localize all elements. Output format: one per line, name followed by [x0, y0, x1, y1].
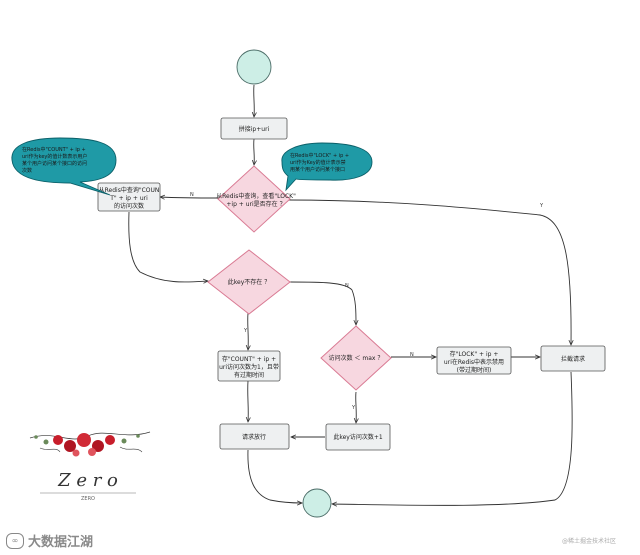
label-no-key: N	[345, 283, 349, 289]
start-node	[236, 49, 272, 85]
lock-check-node: 从Redis中查询，查看"LOCK" +ip + uri是否存在 ？	[216, 165, 296, 233]
store-lock-line3: (带过期时间)	[457, 366, 492, 374]
edge-visits-to-increment	[356, 391, 357, 423]
count-note-line3: 某个用户访问某个接口的访问	[22, 160, 87, 167]
edge-keycheck-to-store	[248, 312, 249, 350]
watermark: @稀土掘金技术社区	[561, 538, 616, 545]
end-node	[302, 488, 332, 518]
edge-query-to-keycheck	[128, 211, 208, 282]
visits-check-node: 访问次数 ＜ max ？	[320, 325, 392, 391]
count-note: 在Redis中"COUNT" + ip + uri作为key的值计数表示用户 某…	[11, 137, 117, 196]
increment-label: 此key访问次数+1	[333, 433, 383, 441]
count-note-line4: 次数	[22, 167, 32, 174]
lock-check-line1: 从Redis中查询，查看"LOCK"	[216, 192, 296, 200]
count-note-line1: 在Redis中"COUNT" + ip +	[22, 146, 86, 153]
lock-note-line1: 在Redis中"LOCK" + ip +	[290, 152, 349, 159]
edges	[128, 84, 573, 505]
zero-logo: Z e r o ZERO	[29, 431, 151, 502]
key-missing-node: 此key不存在 ？	[207, 249, 291, 315]
count-note-line2: uri作为key的值计数表示用户	[22, 153, 87, 160]
logo-word: Z e r o	[57, 470, 118, 491]
allow-node: 请求放行	[219, 423, 290, 450]
store-count-line1: 存"COUNT" + ip +	[222, 355, 276, 363]
intercept-label: 拦截请求	[561, 355, 585, 363]
lock-note-line2: uri作为Key的值计表示禁	[290, 159, 346, 166]
intercept-node: 拦截请求	[540, 345, 606, 372]
store-lock-line2: uri在Redis中表示禁用	[444, 358, 504, 366]
brand-logo-icon: ∞	[6, 532, 24, 549]
brand-name: 大数据江湖	[28, 535, 94, 550]
label-yes-key: Y	[243, 328, 248, 334]
label-yes-visits: Y	[351, 405, 356, 411]
query-count-node: 从Redis中查询"COUN T" + ip + uri 的访问次数	[97, 182, 161, 212]
store-lock-node: 存"LOCK" + ip + uri在Redis中表示禁用 (带过期时间)	[436, 346, 512, 375]
label-yes-lock: Y	[539, 203, 544, 209]
key-missing-label: 此key不存在 ？	[228, 278, 270, 286]
query-count-line3: 的访问次数	[114, 202, 144, 210]
edge-join-to-lock	[254, 138, 255, 165]
edge-lock-to-query	[160, 197, 221, 198]
edge-allow-to-end	[247, 449, 302, 503]
store-count-line3: 有过期时间	[234, 371, 264, 379]
flower-garland-graphic	[29, 431, 151, 457]
label-no-visits: N	[410, 352, 414, 358]
edge-intercept-to-end	[332, 371, 573, 505]
visits-check-label: 访问次数 ＜ max ？	[329, 354, 384, 362]
increment-node: 此key访问次数+1	[325, 423, 391, 451]
edge-lock-to-intercept	[287, 199, 571, 345]
query-count-line1: 从Redis中查询"COUN	[99, 186, 160, 194]
brand-footer: ∞ 大数据江湖	[6, 531, 93, 550]
store-count-node: 存"COUNT" + ip + uri访问次数为1，且带 有过期时间	[217, 350, 281, 382]
label-no-lock: N	[190, 192, 194, 198]
lock-note: 在Redis中"LOCK" + ip + uri作为Key的值计表示禁 用某个用…	[281, 142, 373, 192]
store-count-line2: uri访问次数为1，且带	[219, 363, 279, 371]
lock-note-line3: 用某个用户访问某个接口	[290, 166, 345, 173]
join-label: 拼接ip+uri	[239, 125, 270, 133]
edge-start-to-join	[254, 84, 255, 117]
logo-subtitle: ZERO	[81, 496, 95, 502]
edge-keycheck-to-visits	[289, 281, 356, 325]
query-count-line2: T" + ip + uri	[109, 195, 148, 202]
store-lock-line1: 存"LOCK" + ip +	[450, 350, 499, 358]
allow-label: 请求放行	[242, 433, 266, 441]
lock-check-line2: +ip + uri是否存在 ？	[226, 200, 285, 208]
edge-store-to-allow	[248, 380, 249, 422]
join-node: 拼接ip+uri	[220, 117, 288, 140]
edge-labels: N Y Y N N Y	[190, 192, 544, 411]
